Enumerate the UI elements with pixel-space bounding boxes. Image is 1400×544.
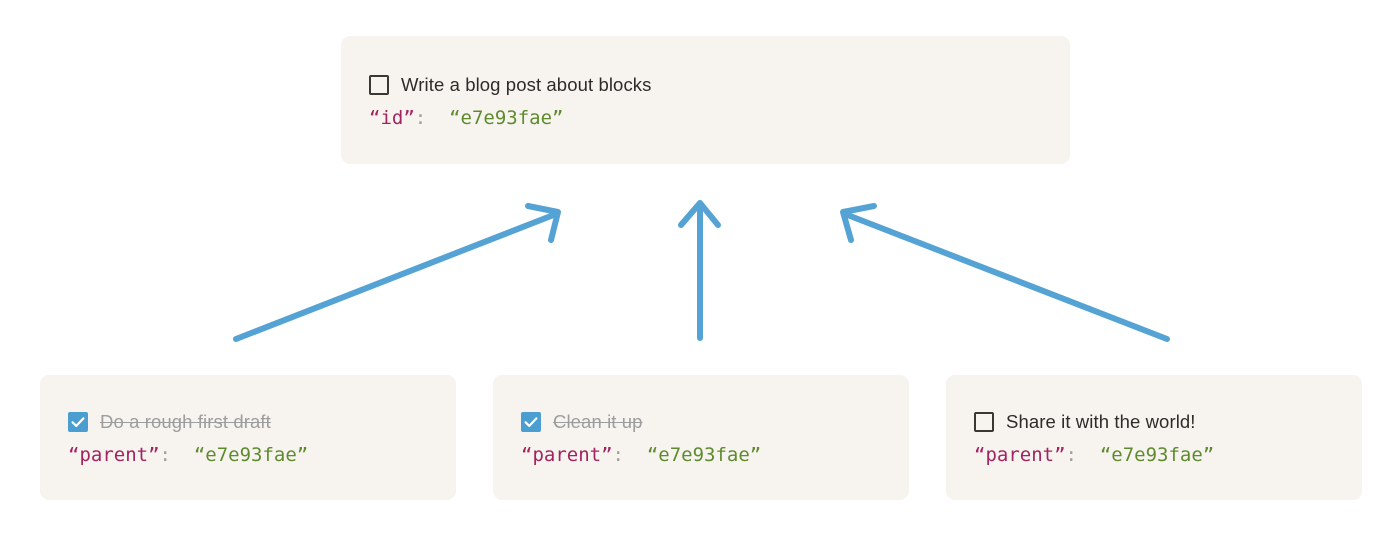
child-3-json-colon: : (1065, 444, 1077, 467)
checkbox-empty-icon[interactable] (369, 74, 389, 95)
parent-json-key: “id” (369, 106, 415, 129)
child-card-2[interactable]: Clean it up “parent”: “e7e93fae” (493, 375, 909, 500)
parent-json-colon: : (414, 106, 427, 129)
child-2-json-key: “parent” (521, 444, 613, 467)
checkbox-empty-icon[interactable] (974, 412, 994, 433)
parent-todo-label: Write a blog post about blocks (401, 73, 652, 95)
child-2-todo-row: Clean it up (521, 409, 881, 435)
arrow-child-2-to-parent (678, 200, 721, 341)
child-1-todo-row: Do a rough first draft (68, 409, 428, 435)
child-1-json-key: “parent” (68, 444, 160, 467)
parent-card[interactable]: Write a blog post about blocks “id”: “e7… (341, 36, 1070, 164)
child-card-3[interactable]: Share it with the world! “parent”: “e7e9… (946, 375, 1362, 500)
child-card-1[interactable]: Do a rough first draft “parent”: “e7e93f… (40, 375, 456, 500)
parent-json-row: “id”: “e7e93fae” (369, 107, 1042, 131)
child-2-json-value: “e7e93fae” (646, 444, 762, 467)
checkbox-checked-icon[interactable] (68, 412, 88, 433)
child-3-json-value: “e7e93fae” (1099, 444, 1215, 467)
child-3-todo-label: Share it with the world! (1006, 411, 1196, 433)
checkbox-checked-icon[interactable] (521, 412, 541, 433)
arrow-child-1-to-parent (233, 203, 561, 342)
child-2-todo-label: Clean it up (553, 411, 643, 433)
child-2-json-colon: : (612, 444, 624, 467)
child-1-json-colon: : (159, 444, 171, 467)
arrow-child-3-to-parent (840, 203, 1170, 342)
parent-json-value: “e7e93fae” (449, 106, 564, 129)
child-3-json-key: “parent” (974, 444, 1066, 467)
child-1-todo-label: Do a rough first draft (100, 411, 271, 433)
child-2-json-row: “parent”: “e7e93fae” (521, 444, 881, 468)
child-1-json-row: “parent”: “e7e93fae” (68, 444, 428, 468)
parent-todo-row: Write a blog post about blocks (369, 72, 1042, 98)
child-3-todo-row: Share it with the world! (974, 409, 1334, 435)
child-3-json-row: “parent”: “e7e93fae” (974, 444, 1334, 468)
child-1-json-value: “e7e93fae” (193, 444, 309, 467)
